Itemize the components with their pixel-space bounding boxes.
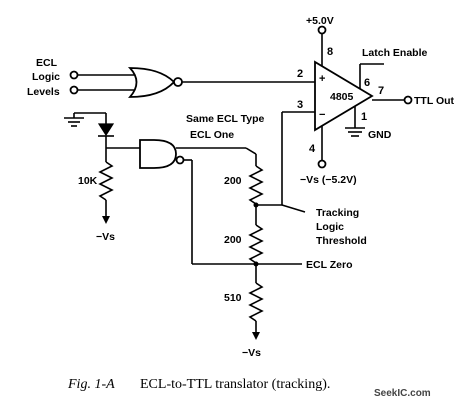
- chip-label: 4805: [330, 91, 354, 103]
- tracking-label-1: Tracking: [316, 207, 359, 219]
- resistor-200-mid-label: 200: [224, 234, 242, 246]
- ttl-out-label: TTL Out: [414, 95, 455, 107]
- input-nor-gate: [69, 67, 315, 98]
- tracking-label-2: Logic: [316, 221, 344, 233]
- plus-label: +: [319, 73, 325, 85]
- diode-symbol: [97, 123, 115, 137]
- watermark: SeekIC.com: [374, 388, 431, 399]
- vs-bottom-label: −Vs: [242, 347, 261, 359]
- reference-diode-network: [64, 112, 115, 224]
- threshold-divider: [192, 111, 315, 340]
- resistor-200-top-label: 200: [224, 175, 242, 187]
- vs-left-label: −Vs: [96, 231, 115, 243]
- pin-3-label: 3: [297, 99, 303, 111]
- ecl-label-2: Logic: [32, 71, 60, 83]
- pin-4-label: 4: [309, 143, 316, 155]
- ecl-zero-label: ECL Zero: [306, 259, 352, 271]
- minus-label: −: [319, 109, 325, 121]
- same-ecl-type-label: Same ECL Type: [186, 113, 265, 125]
- pin-2-label: 2: [297, 68, 303, 80]
- input-terminal-b: [69, 85, 79, 95]
- resistor-10k-label: 10K: [78, 175, 98, 187]
- nor-bubble: [173, 77, 183, 87]
- pin-8-label: 8: [327, 46, 333, 58]
- ecl-label-1: ECL: [36, 57, 58, 69]
- pin-1-label: 1: [361, 111, 367, 123]
- pin-7-label: 7: [378, 85, 384, 97]
- reference-or-gate: [106, 139, 246, 264]
- pin-6-label: 6: [364, 77, 370, 89]
- resistor-510-label: 510: [224, 292, 242, 304]
- supply-neg-terminal: [317, 159, 327, 169]
- gnd-label: GND: [368, 129, 392, 141]
- comparator-4805: [314, 25, 413, 169]
- latch-enable-label: Latch Enable: [362, 47, 428, 59]
- ttl-out-terminal: [403, 95, 413, 105]
- supply-pos-label: +5.0V: [306, 15, 334, 27]
- caption-text: ECL-to-TTL translator (tracking).: [140, 377, 330, 392]
- supply-pos-terminal: [317, 25, 327, 35]
- supply-neg-label: −Vs (−5.2V): [300, 174, 357, 186]
- ecl-label-3: Levels: [27, 86, 60, 98]
- ecl-one-label: ECL One: [190, 129, 234, 141]
- input-terminal-a: [69, 70, 79, 80]
- tracking-label-3: Threshold: [316, 235, 367, 247]
- caption-figure-number: Fig. 1-A: [67, 377, 115, 392]
